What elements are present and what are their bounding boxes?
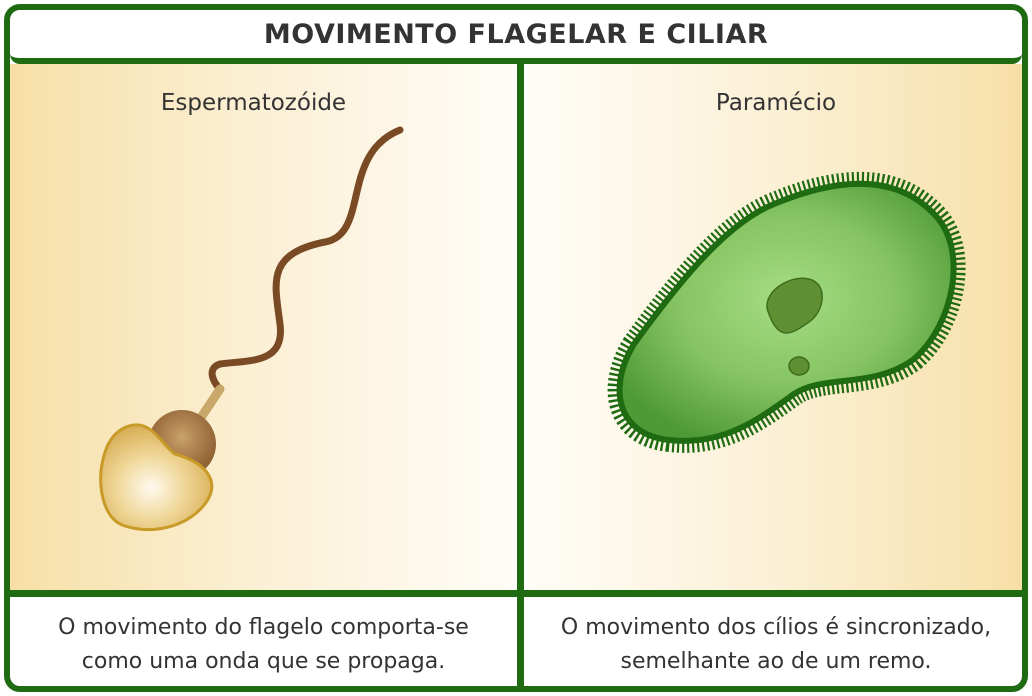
- diagram-frame: MOVIMENTO FLAGELAR E CILIAR Espermatozói…: [4, 4, 1028, 692]
- sperm-caption: O movimento do flagelo comporta-se como …: [10, 597, 517, 692]
- paramecium-caption: O movimento dos cílios é sincronizado, s…: [524, 597, 1028, 692]
- sperm-illustration: [10, 64, 517, 590]
- diagram-title: MOVIMENTO FLAGELAR E CILIAR: [10, 10, 1022, 64]
- horizontal-divider: [10, 590, 1028, 597]
- vertical-divider: [517, 64, 524, 692]
- sperm-panel: Espermatozóide: [10, 64, 517, 590]
- paramecium-panel: Paramécio: [524, 64, 1028, 590]
- flagellum-tail: [212, 130, 400, 389]
- paramecium-illustration: [524, 64, 1028, 590]
- paramecium-micronucleus: [789, 357, 809, 375]
- flagellum-neck: [200, 389, 220, 419]
